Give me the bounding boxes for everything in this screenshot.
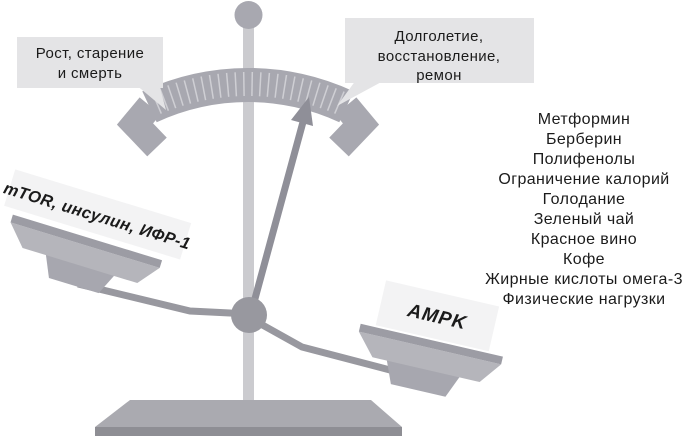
gauge-tick [266, 72, 271, 97]
right-pan-dish [358, 331, 502, 383]
left-pan: mTOR, инсулин, ИФР-1 [1, 169, 193, 294]
list-item: Зеленый чай [534, 211, 635, 228]
right-bubble-tail [337, 80, 385, 106]
gauge-ticks [151, 71, 345, 114]
gauge-tick [183, 80, 192, 104]
base-top-face [95, 400, 402, 427]
gauge-tick [297, 78, 305, 102]
list-item: Берберин [546, 131, 622, 148]
gauge-tick [225, 72, 230, 97]
list-item: Красное вино [531, 231, 637, 248]
list-item: Голодание [543, 191, 626, 208]
gauge-tick [167, 85, 177, 109]
gauge-tick [334, 91, 345, 114]
scale-pole [243, 20, 254, 402]
scale-base [95, 400, 402, 436]
gauge-tick [200, 76, 207, 101]
list-item: Полифенолы [533, 151, 636, 168]
left-speech-bubble: Рост, старение и смерть [17, 37, 166, 110]
right-pan-rim [358, 323, 503, 365]
gauge-tick [217, 73, 222, 98]
left-pan-pedestal [45, 254, 115, 294]
list-item: Жирные кислоты омега-3 [485, 271, 683, 288]
right-bubble-line3: ремон [416, 67, 462, 84]
scale-top-ball [234, 1, 263, 29]
gauge-tick [281, 74, 288, 99]
list-item: Физические нагрузки [502, 291, 665, 308]
list-item: Кофе [563, 251, 605, 268]
gauge-tick [159, 88, 170, 111]
gauge-needle [246, 97, 313, 318]
right-speech-bubble: Долголетие, восстановление, ремон [337, 18, 534, 106]
right-pan-pedestal [386, 358, 461, 397]
right-bubble-line1: Долголетие, [394, 28, 483, 45]
gauge-right-hook [329, 97, 380, 157]
gauge-tick [191, 78, 199, 102]
base-front-edge [95, 427, 402, 436]
gauge-tick [274, 73, 279, 98]
pivot-ball [231, 297, 267, 333]
gauge-arc [142, 67, 354, 123]
right-pan: AMPK [358, 280, 503, 397]
right-bubble-line2: восстановление, [378, 48, 501, 65]
list-item: Метформин [538, 111, 631, 128]
needle-shaft [246, 121, 307, 318]
list-item: Ограничение калорий [498, 171, 669, 188]
needle-arrowhead [291, 97, 313, 126]
left-bubble-box [17, 37, 163, 88]
gauge-tick [258, 72, 262, 97]
gauge-tick [304, 80, 313, 104]
gauge-tick [319, 85, 329, 109]
left-bubble-tail [135, 84, 166, 110]
factors-list: Метформин Берберин Полифенолы Ограничени… [485, 111, 683, 308]
left-pan-dish [10, 222, 160, 284]
gauge-tick [326, 88, 337, 111]
left-beam [77, 280, 251, 318]
left-bubble-line1: Рост, старение [36, 45, 145, 62]
left-pan-rim [10, 214, 163, 268]
left-bubble-line2: и смерть [58, 65, 123, 82]
gauge-tick [289, 76, 296, 101]
left-pan-plate [4, 169, 192, 260]
right-pan-plate [375, 280, 500, 352]
gauge-left-hook [116, 97, 167, 157]
gauge-tick [234, 72, 238, 97]
gauge-tick [175, 82, 184, 106]
gauge-tick [312, 82, 321, 106]
right-bubble-box [345, 18, 534, 83]
gauge-tick [208, 74, 215, 99]
